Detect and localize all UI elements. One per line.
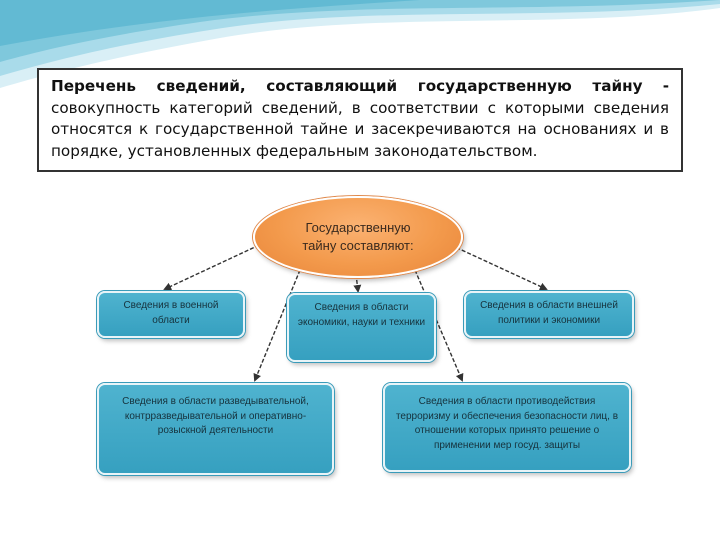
arrow-to-terrorism [414,269,464,382]
node-foreign-policy-label: Сведения в области внешней политики и эк… [480,300,618,326]
node-economy-label: Сведения в области экономики, науки и те… [297,302,426,328]
node-intelligence-label: Сведения в области разведывательной, кон… [122,396,309,436]
definition-dash: - [662,77,670,95]
decorative-wave [0,0,720,88]
center-node-label: Государственную тайну составляют: [302,220,414,253]
node-military: Сведения в военной области [97,291,245,338]
node-counter-terrorism-label: Сведения в области противодействия терро… [395,396,619,451]
arrow-to-intelligence [253,269,301,382]
definition-text: совокупность категорий сведений, в соотв… [51,98,669,160]
node-intelligence: Сведения в области разведывательной, кон… [97,383,334,475]
node-foreign-policy: Сведения в области внешней политики и эк… [464,291,634,338]
definition-term: Перечень сведений, составляющий государс… [51,77,643,95]
arrow-to-military [163,239,271,291]
node-counter-terrorism: Сведения в области противодействия терро… [383,383,631,472]
node-military-label: Сведения в военной области [123,300,219,326]
definition-box: Перечень сведений, составляющий государс… [37,68,683,172]
center-node: Государственную тайну составляют: [253,196,463,278]
node-economy: Сведения в области экономики, науки и те… [287,293,436,362]
